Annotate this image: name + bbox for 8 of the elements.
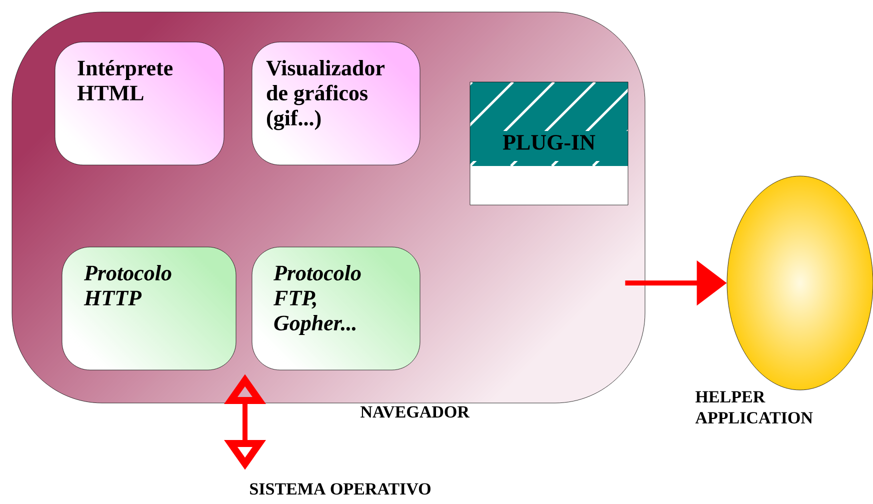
system-label: SISTEMA OPERATIVO [250, 483, 430, 495]
interpreter-box: Intérprete HTML [54, 42, 224, 166]
plugin-box: PLUG-IN [470, 82, 628, 206]
ellipse-label: HELPER APPLICATION [695, 391, 813, 424]
protocol-box: Protocolo HTTP [62, 246, 236, 370]
viewer-box: Visualizador de gráficos (gif...) [252, 42, 420, 166]
box-title: NAVEGADOR [360, 406, 470, 418]
protocol-box: Protocolo FTP, Gopher... [252, 246, 420, 370]
